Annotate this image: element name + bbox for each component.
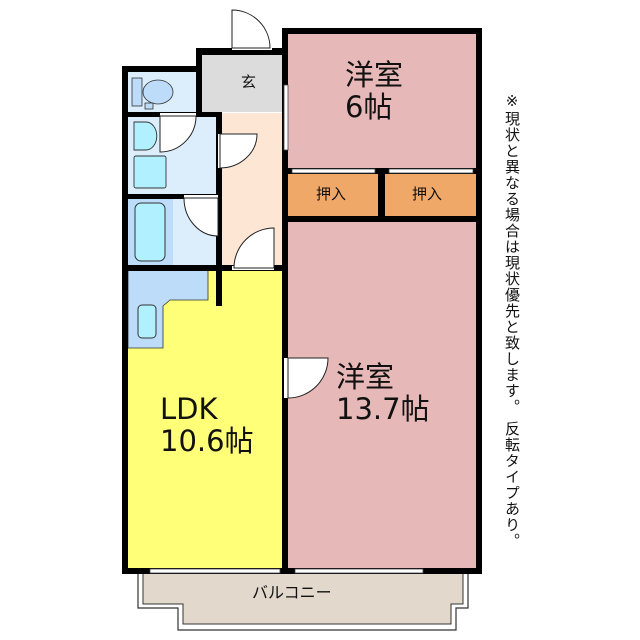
toilet-bowl-icon [142, 79, 174, 105]
ldk-size: 10.6帖 [160, 423, 254, 458]
western-room-2-floor [288, 222, 476, 568]
ldk-label: LDK 10.6帖 [160, 392, 254, 458]
washbasin-icon [133, 121, 158, 151]
western-room-2-size: 13.7帖 [336, 391, 430, 426]
western-room-2-name: 洋室 [336, 360, 395, 394]
western-room-1-size: 6帖 [345, 89, 393, 124]
windows [149, 84, 474, 574]
western-room-2-label: 洋室 13.7帖 [336, 360, 430, 426]
balcony-label: バルコニー [252, 583, 332, 602]
closet-2-floor [385, 174, 476, 216]
western-room-1-label: 洋室 6帖 [345, 58, 404, 124]
toilet-tank-icon [131, 77, 143, 107]
western-room-1-name: 洋室 [345, 58, 404, 92]
washing-machine-icon [133, 155, 167, 189]
entrance-label: 玄 [241, 73, 257, 91]
kitchen-sink-icon [137, 304, 157, 339]
western-room-1-floor [288, 34, 476, 170]
bathtub-icon [134, 202, 166, 262]
closet-1-floor [288, 174, 378, 216]
ldk-name: LDK [160, 392, 218, 426]
closet-1-label: 押入 [316, 185, 347, 203]
closet-2-label: 押入 [412, 185, 443, 203]
entrance-floor [200, 55, 286, 112]
toilet-seat-icon [144, 102, 154, 110]
doors [159, 9, 329, 399]
disclaimer-note: ※現状と異なる場合は現状優先と致します。 反転タイプあり。 [503, 92, 521, 549]
balcony [137, 571, 469, 631]
